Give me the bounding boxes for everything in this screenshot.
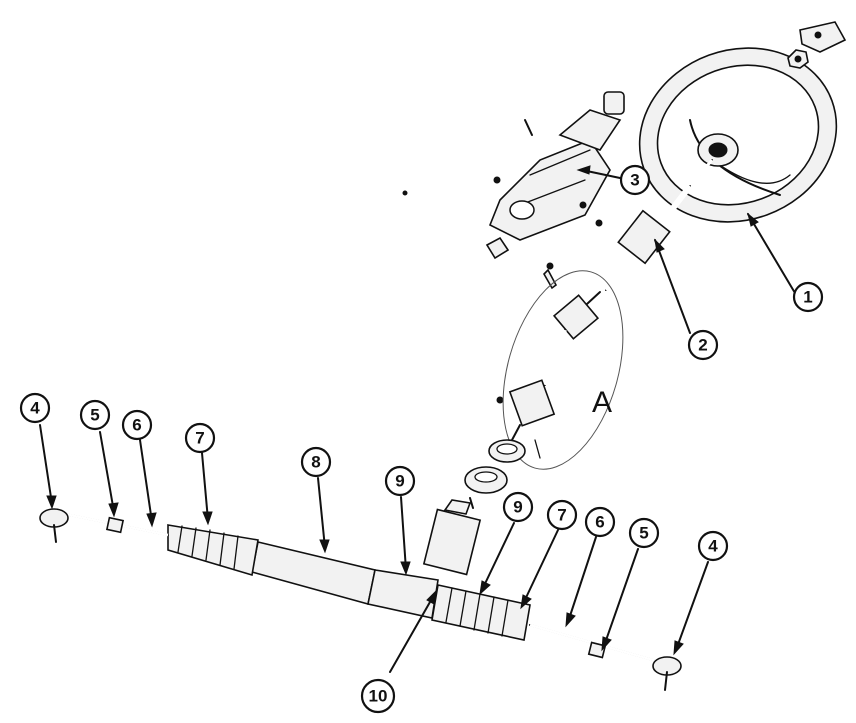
steering-shaft <box>603 159 714 293</box>
callout-3-label: 3 <box>630 171 639 190</box>
detail-region-label: A <box>592 386 612 419</box>
callout-6-right: 6 <box>584 506 616 538</box>
boot-right <box>431 584 531 641</box>
callout-5-right-label: 5 <box>639 524 648 543</box>
callout-2-label: 2 <box>698 336 707 355</box>
callout-5-left: 5 <box>79 399 111 431</box>
callout-1-label: 1 <box>803 288 812 307</box>
callout-8: 8 <box>300 446 332 478</box>
callout-6-left: 6 <box>121 409 153 441</box>
callout-3: 3 <box>619 164 651 196</box>
callout-9-right-label: 9 <box>513 498 522 517</box>
wheel-nut <box>787 49 809 69</box>
callout-10: 10 <box>360 678 396 714</box>
column-bracket <box>485 91 625 260</box>
callout-7-left: 7 <box>184 422 216 454</box>
callout-6-right-label: 6 <box>595 513 604 532</box>
callout-7-right: 7 <box>546 499 578 531</box>
detail-region-a: A <box>502 270 624 470</box>
steering-wheel <box>638 47 838 223</box>
callout-10-label: 10 <box>369 687 388 706</box>
callout-2: 2 <box>687 329 719 361</box>
callout-7-left-label: 7 <box>195 429 204 448</box>
intermediate-shaft <box>508 291 601 459</box>
callout-5-left-label: 5 <box>90 406 99 425</box>
callout-9-right: 9 <box>502 491 534 523</box>
callout-8-label: 8 <box>311 453 320 472</box>
tie-rod-left <box>39 508 169 543</box>
callout-4-right: 4 <box>697 530 729 562</box>
boot-left <box>167 524 259 577</box>
shaft-seal <box>464 439 526 494</box>
callout-7-right-label: 7 <box>557 506 566 525</box>
tie-rod-right <box>529 623 682 691</box>
leader-lines <box>39 165 796 673</box>
callout-4-left-label: 4 <box>30 399 40 418</box>
callout-4-left: 4 <box>19 392 51 424</box>
horn-cap <box>799 21 847 53</box>
callout-9-left-label: 9 <box>395 472 404 491</box>
rack-housing <box>251 497 482 619</box>
callout-9-left: 9 <box>384 465 416 497</box>
callout-6-left-label: 6 <box>132 416 141 435</box>
callout-1: 1 <box>792 281 824 313</box>
callout-5-right: 5 <box>628 517 660 549</box>
callout-4-right-label: 4 <box>708 537 718 556</box>
